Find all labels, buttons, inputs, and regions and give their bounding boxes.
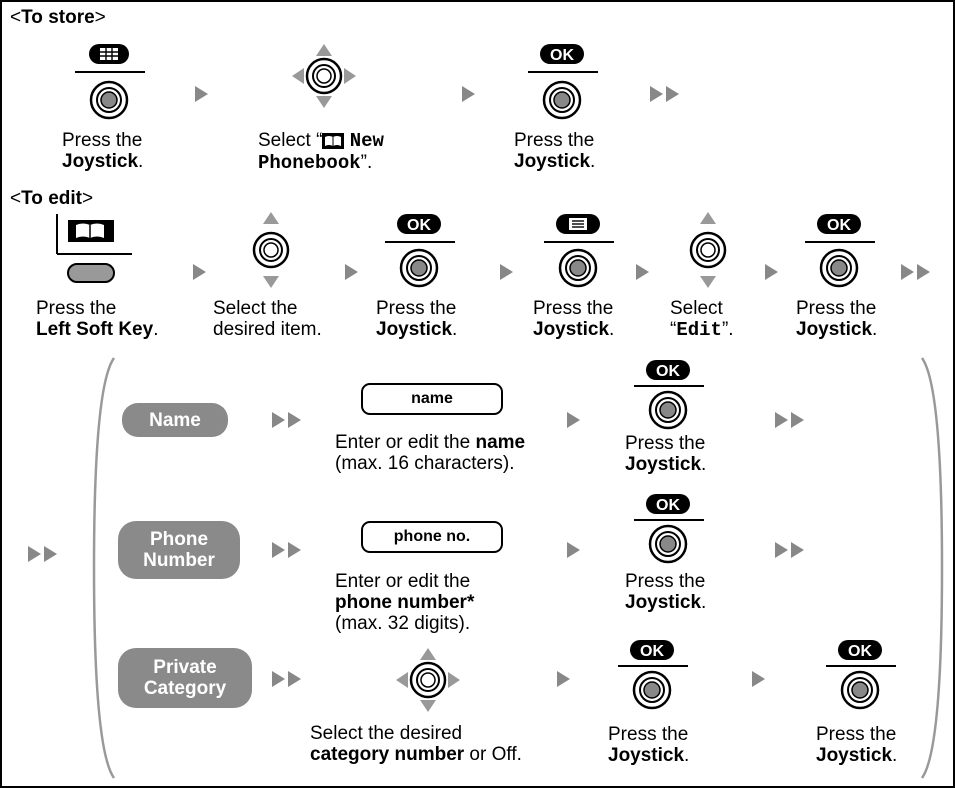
ok-key-icon[interactable]: OK xyxy=(634,492,704,574)
arrow-right-icon xyxy=(752,671,765,687)
arrow-right-icon xyxy=(567,412,580,428)
phone-number-field[interactable]: phone no. xyxy=(361,521,503,553)
double-arrow-icon xyxy=(272,542,285,558)
ok-key-icon[interactable]: OK xyxy=(385,212,455,294)
name-description: Enter or edit the name(max. 16 character… xyxy=(335,432,526,474)
double-arrow-icon xyxy=(775,542,788,558)
double-arrow-icon xyxy=(666,86,679,102)
right-bracket xyxy=(920,357,944,779)
double-arrow-icon xyxy=(288,671,301,687)
double-arrow-icon xyxy=(917,264,930,280)
arrow-right-icon xyxy=(636,264,649,280)
left-bracket xyxy=(92,357,116,779)
ok-key-icon[interactable]: OK xyxy=(634,358,704,440)
ok-key-icon[interactable]: OK xyxy=(618,638,688,720)
double-arrow-icon xyxy=(791,542,804,558)
arrow-right-icon xyxy=(345,264,358,280)
double-arrow-icon xyxy=(272,671,285,687)
joystick-updown-icon[interactable] xyxy=(251,212,291,288)
svg-text:OK: OK xyxy=(848,643,872,660)
name-field[interactable]: name xyxy=(361,383,503,415)
store-step2-caption: Select “ New Phonebook”. xyxy=(258,130,384,174)
ok-key-icon[interactable]: OK xyxy=(826,638,896,720)
store-header: <To store> xyxy=(10,7,106,28)
menu-key-icon[interactable] xyxy=(75,42,145,124)
name-option-pill[interactable]: Name xyxy=(122,403,228,437)
arrow-right-icon xyxy=(193,264,206,280)
double-arrow-icon xyxy=(28,546,41,562)
ok-key-icon[interactable]: OK xyxy=(805,212,875,294)
svg-text:OK: OK xyxy=(656,497,680,514)
svg-text:OK: OK xyxy=(827,217,851,234)
double-arrow-icon xyxy=(775,412,788,428)
joystick-4way-icon[interactable] xyxy=(396,648,460,712)
arrow-right-icon xyxy=(567,542,580,558)
joystick-4way-icon[interactable] xyxy=(292,44,356,108)
svg-text:OK: OK xyxy=(407,217,431,234)
double-arrow-icon xyxy=(288,412,301,428)
menu-list-key-icon[interactable] xyxy=(544,212,614,294)
double-arrow-icon xyxy=(791,412,804,428)
phonebook-icon xyxy=(322,133,345,149)
double-arrow-icon xyxy=(272,412,285,428)
joystick-updown-icon[interactable] xyxy=(688,212,728,288)
double-arrow-icon xyxy=(288,542,301,558)
edit-step5-caption: Select“Edit”. xyxy=(670,298,734,341)
arrow-right-icon xyxy=(195,86,208,102)
arrow-right-icon xyxy=(557,671,570,687)
double-arrow-icon xyxy=(650,86,663,102)
arrow-right-icon xyxy=(500,264,513,280)
arrow-right-icon xyxy=(765,264,778,280)
double-arrow-icon xyxy=(44,546,57,562)
double-arrow-icon xyxy=(901,264,914,280)
ok-key-icon[interactable]: OK xyxy=(528,42,598,124)
edit-header: <To edit> xyxy=(10,188,94,209)
arrow-right-icon xyxy=(462,86,475,102)
svg-text:OK: OK xyxy=(656,363,680,380)
left-soft-key-icon[interactable] xyxy=(52,214,142,284)
svg-text:OK: OK xyxy=(640,643,664,660)
svg-text:OK: OK xyxy=(550,47,574,64)
